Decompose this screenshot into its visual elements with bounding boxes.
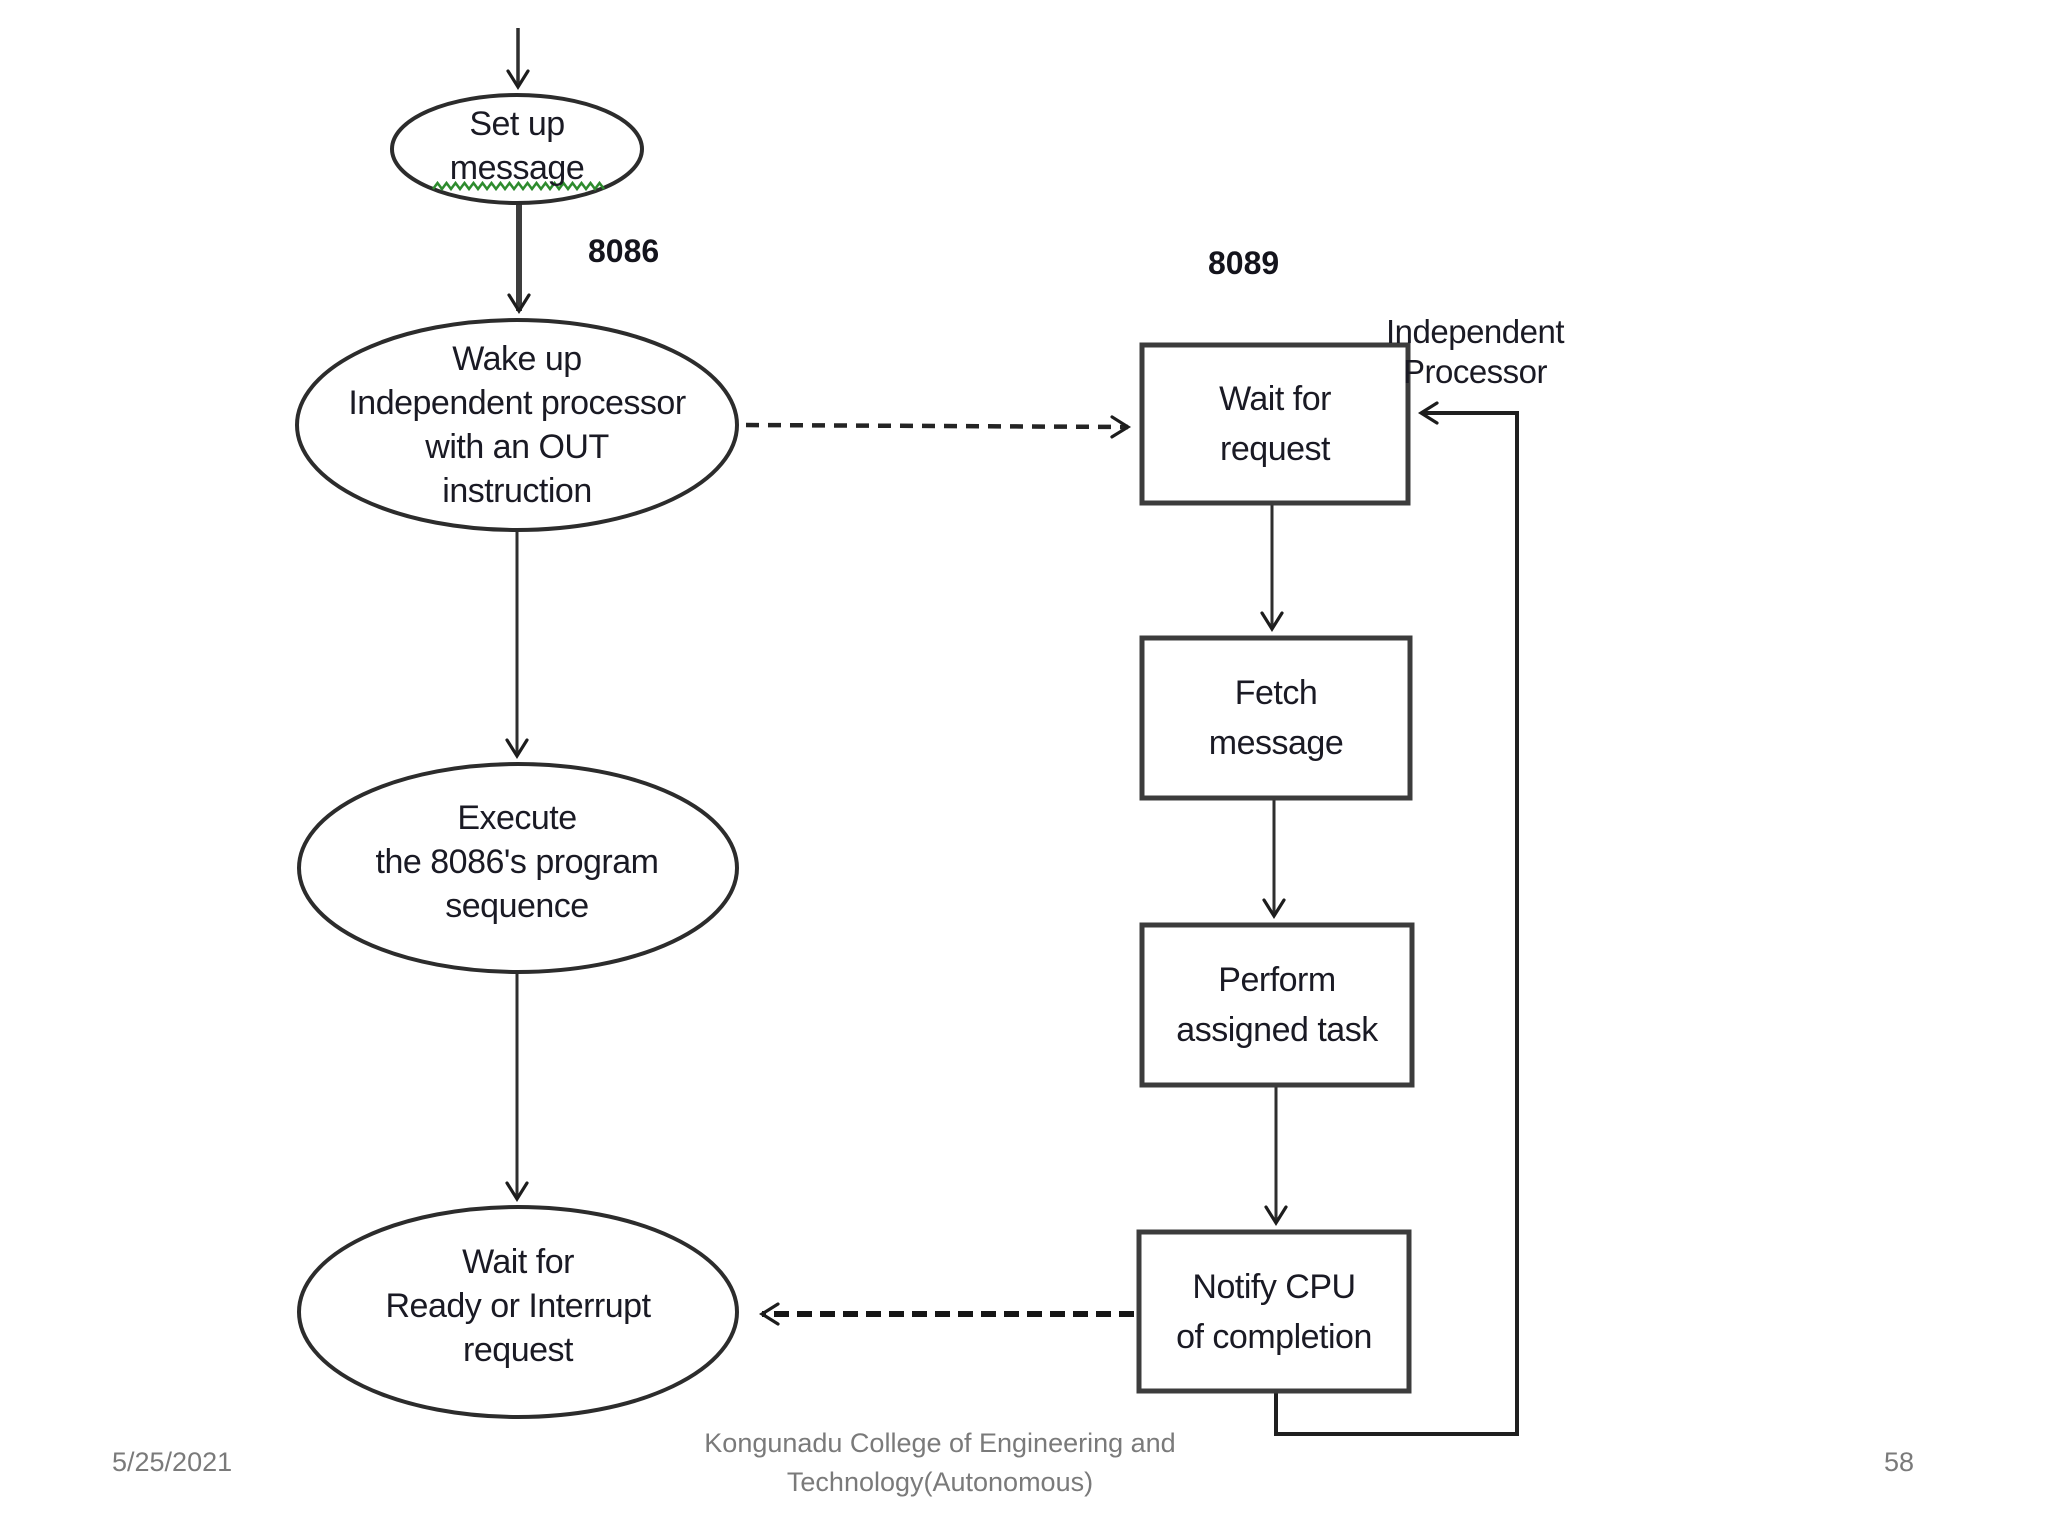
flow-node-perform-task: Perform assigned task bbox=[1142, 925, 1412, 1085]
ellipse-setup-message bbox=[390, 93, 644, 205]
node-line: sequence bbox=[445, 887, 589, 925]
footer-institution-line: Technology(Autonomous) bbox=[786, 1467, 1094, 1497]
node-line: request bbox=[463, 1331, 573, 1369]
node-line: Perform bbox=[1218, 961, 1336, 999]
node-line: Ready or Interrupt bbox=[385, 1287, 651, 1325]
footer-institution: Kongunadu College of Engineering and Tec… bbox=[540, 1424, 1340, 1502]
flow-node-fetch-message: Fetch message bbox=[1142, 638, 1410, 798]
dashed-arrow-wakeup-to-waitrequest bbox=[745, 415, 1132, 439]
node-line: Execute bbox=[457, 799, 577, 837]
node-line: instruction bbox=[442, 472, 592, 510]
ellipse-wait-ready bbox=[297, 1205, 739, 1419]
box-wait-request bbox=[1139, 342, 1411, 506]
footer-date: 5/25/2021 bbox=[112, 1447, 233, 1477]
label-independent-processor: Independent Processor bbox=[1360, 312, 1590, 392]
node-line: Wake up bbox=[452, 340, 582, 378]
flow-node-notify-cpu: Notify CPU of completion bbox=[1139, 1232, 1409, 1391]
node-line: Notify CPU bbox=[1192, 1267, 1356, 1306]
node-line: of completion bbox=[1176, 1317, 1372, 1356]
label-line: Independent bbox=[1385, 313, 1565, 350]
label-8089: 8089 bbox=[1208, 245, 1280, 281]
flow-node-wait-request: Wait for request bbox=[1142, 345, 1408, 503]
node-line: Wait for bbox=[1219, 380, 1331, 418]
node-line: Wait for bbox=[462, 1243, 574, 1281]
flow-node-execute-program: Execute the 8086's program sequence bbox=[307, 796, 727, 928]
node-line: the 8086's program bbox=[375, 843, 659, 881]
node-line: Set up bbox=[469, 105, 565, 143]
footer-institution-line: Kongunadu College of Engineering and bbox=[704, 1428, 1176, 1458]
node-line: with an OUT bbox=[425, 428, 609, 466]
node-line: request bbox=[1220, 430, 1330, 468]
node-line: Independent processor bbox=[348, 384, 686, 422]
node-line: message bbox=[449, 149, 585, 187]
label-line: Processor bbox=[1402, 353, 1548, 390]
box-fetch-message bbox=[1139, 635, 1413, 801]
footer-page-number: 58 bbox=[1884, 1447, 1915, 1477]
label-8086: 8086 bbox=[588, 233, 660, 269]
flow-node-wait-ready: Wait for Ready or Interrupt request bbox=[308, 1240, 728, 1372]
node-line: message bbox=[1208, 724, 1344, 762]
feedback-loop-notify-to-waitrequest bbox=[1274, 401, 1519, 1436]
ellipse-wake-up-iop bbox=[295, 318, 739, 532]
box-notify-cpu bbox=[1136, 1229, 1412, 1394]
node-line: Fetch bbox=[1234, 674, 1318, 712]
node-line: assigned task bbox=[1176, 1011, 1378, 1049]
flow-node-wake-up-iop: Wake up Independent processor with an OU… bbox=[307, 337, 727, 513]
spellcheck-underline bbox=[432, 180, 605, 192]
ellipse-execute-program bbox=[297, 762, 739, 974]
flow-node-setup-message: Set up message bbox=[397, 98, 637, 194]
box-perform-task bbox=[1139, 922, 1415, 1088]
